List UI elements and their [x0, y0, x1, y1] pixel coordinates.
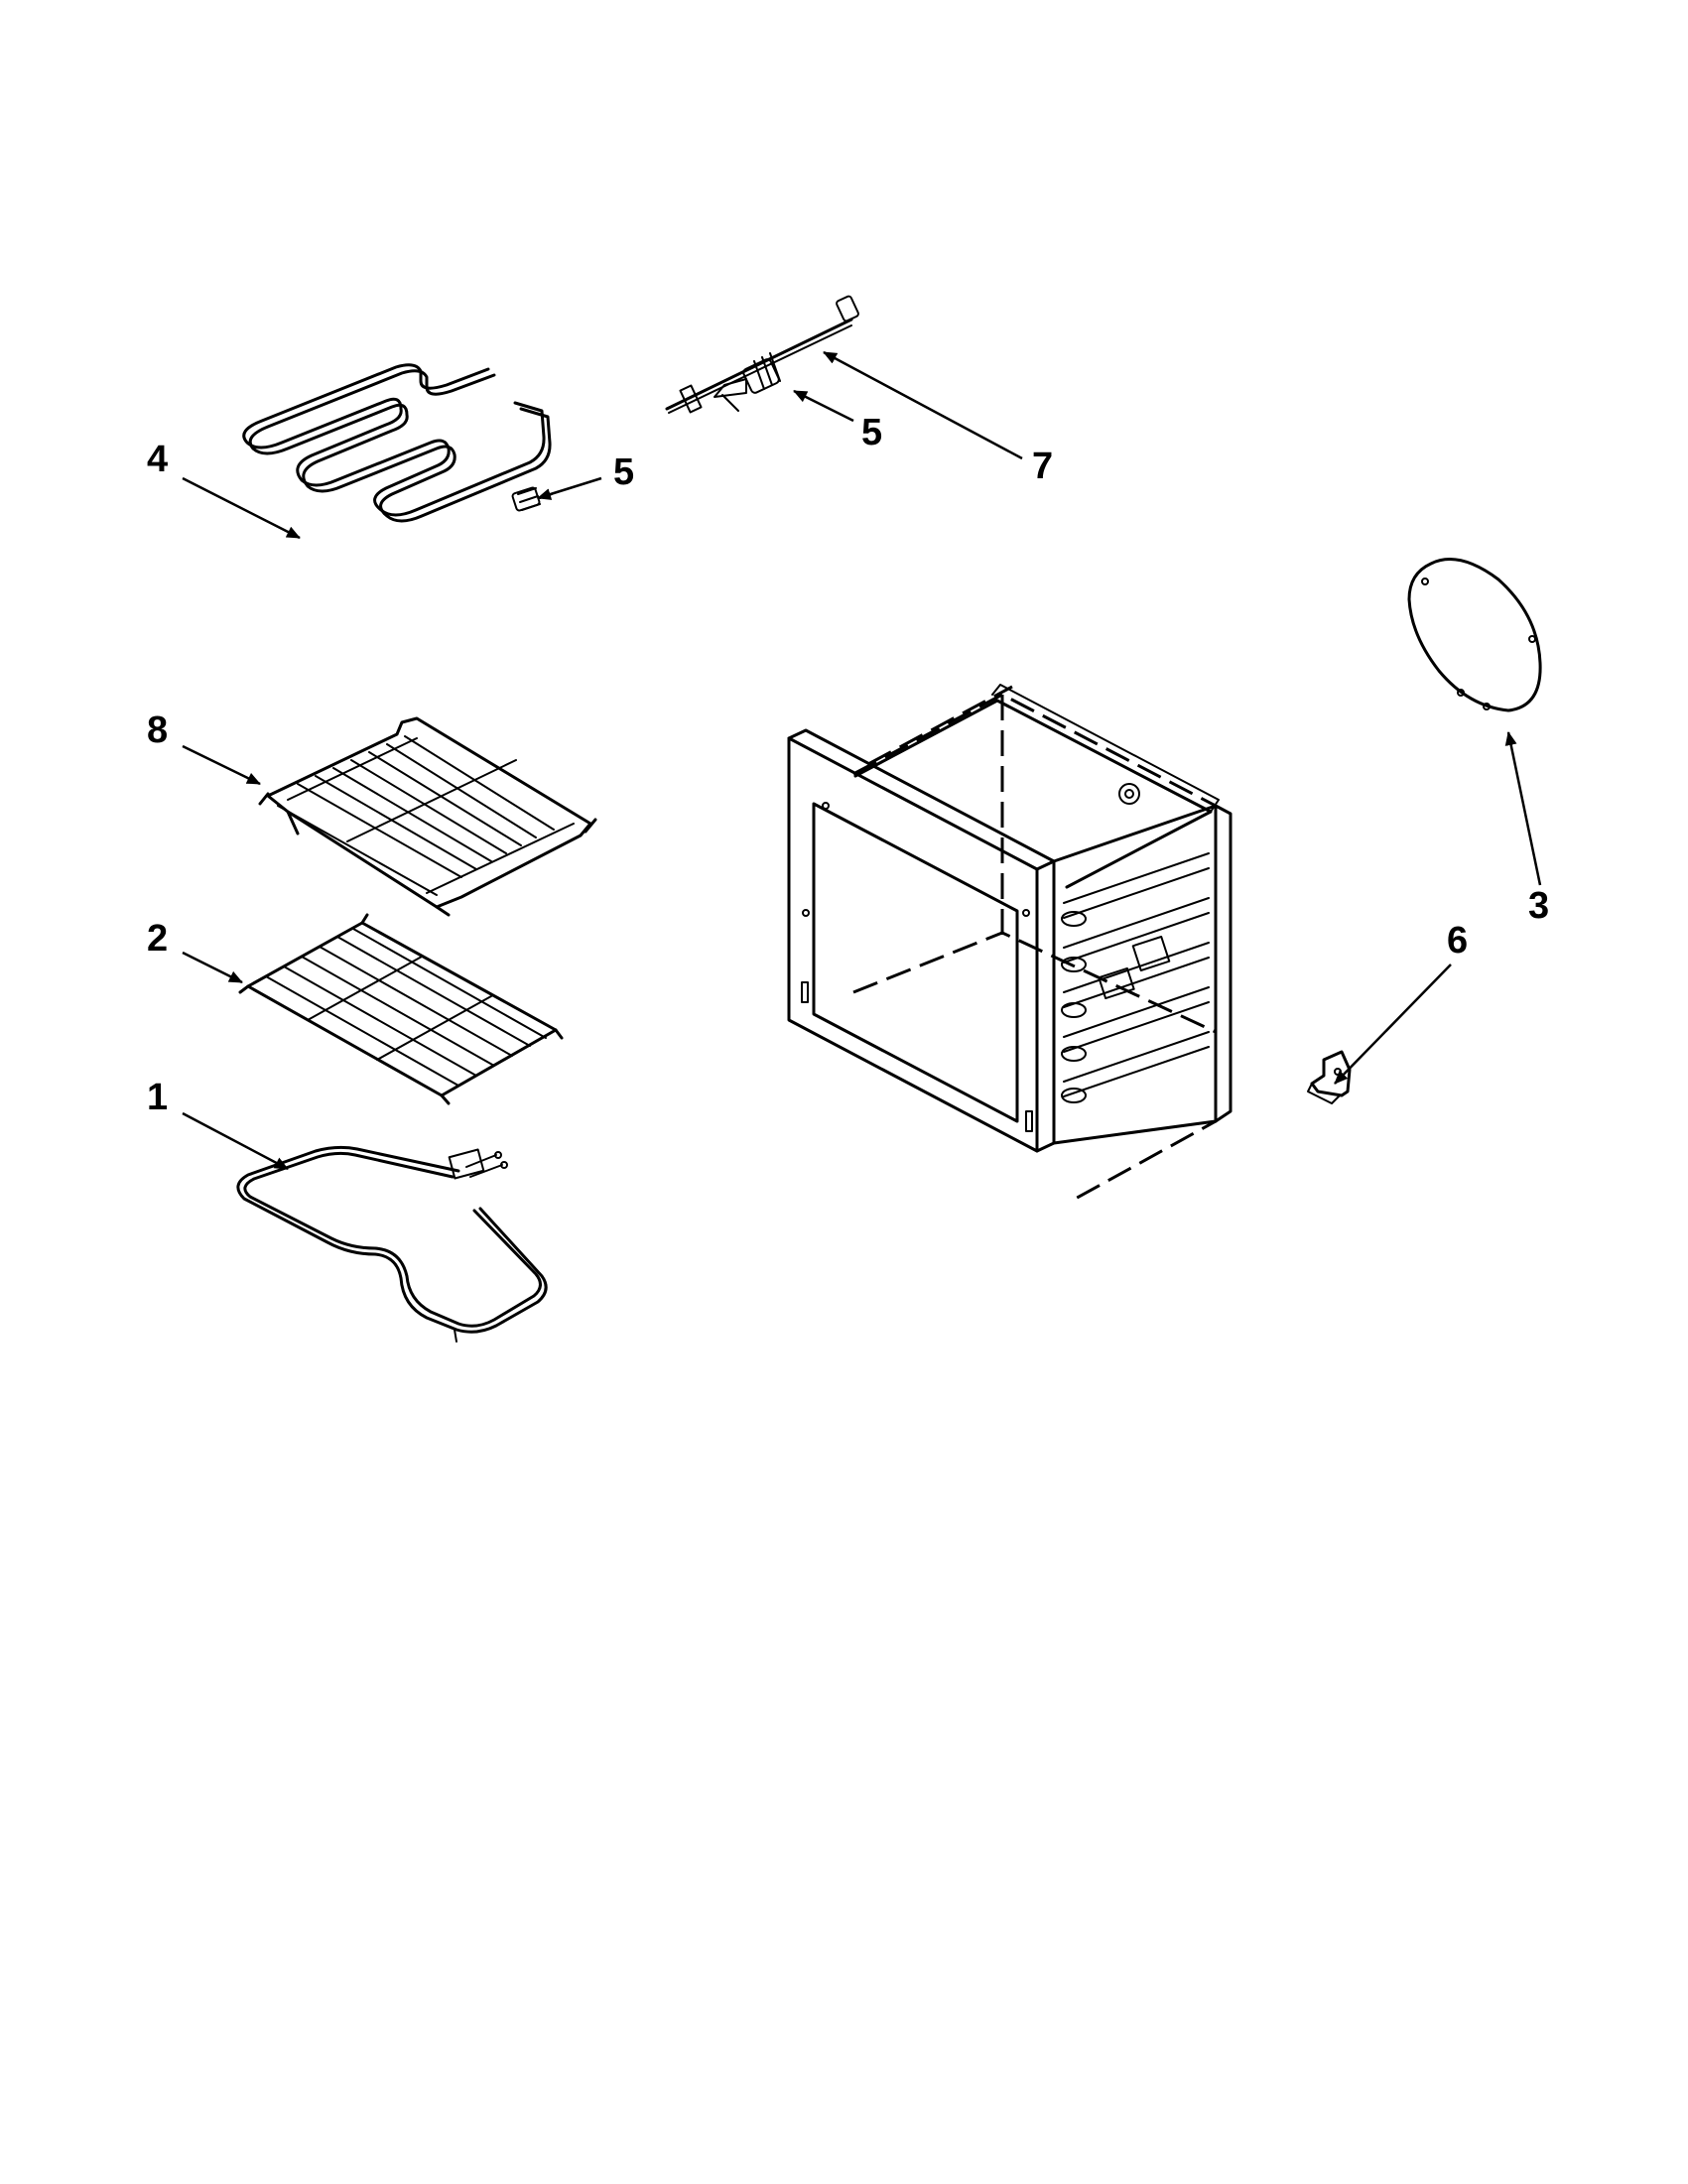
oven-rack-icon	[258, 716, 597, 917]
leader-1	[182, 1111, 289, 1171]
callout-8: 8	[147, 709, 168, 751]
leader-7	[823, 350, 1023, 460]
callout-6: 6	[1447, 920, 1468, 962]
callout-5-screw: 5	[613, 451, 634, 493]
screw-icon	[511, 486, 553, 512]
leader-5-sensor	[793, 389, 854, 423]
leader-lines	[182, 350, 1542, 1171]
broil-element-icon	[242, 363, 552, 523]
callout-5-sensor: 5	[861, 412, 882, 453]
bake-element-icon	[236, 1145, 548, 1343]
callout-4: 4	[147, 439, 168, 480]
callout-1: 1	[147, 1077, 168, 1118]
callout-7: 7	[1032, 446, 1053, 487]
callout-3: 3	[1528, 885, 1549, 927]
callout-2: 2	[147, 918, 168, 960]
oven-rack-icon	[238, 913, 564, 1105]
temperature-sensor-icon	[665, 295, 859, 414]
leader-6	[1334, 964, 1452, 1085]
oven-cavity-icon	[787, 684, 1233, 1203]
leader-2	[182, 951, 243, 984]
bracket-icon	[1307, 1050, 1352, 1104]
leader-3	[1504, 731, 1542, 886]
leader-4	[182, 476, 301, 540]
insulation-gasket-icon	[1407, 558, 1542, 712]
leader-8	[182, 744, 261, 786]
